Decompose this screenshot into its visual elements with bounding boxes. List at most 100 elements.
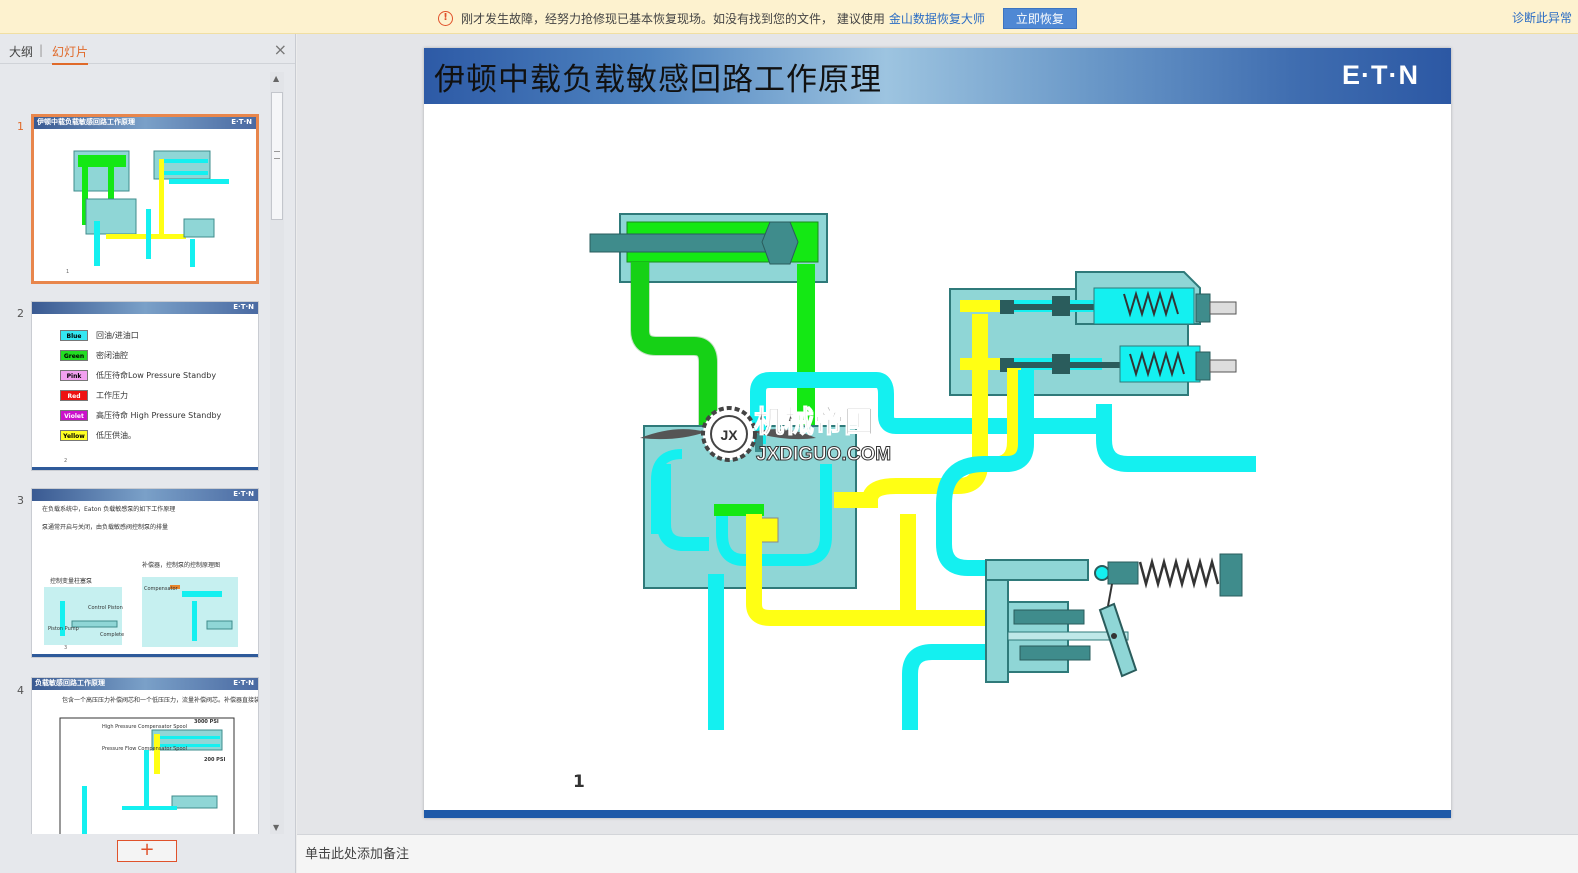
green-line-left bbox=[631, 262, 717, 444]
cylinder-rod bbox=[589, 233, 781, 253]
legend-description: 高压待命 High Pressure Standby bbox=[96, 411, 222, 420]
scrollbar-thumb[interactable] bbox=[271, 92, 283, 220]
thumbnail-header: 伊顿中载负载敏感回路工作原理 E·T·N bbox=[34, 117, 256, 129]
legend-swatch: Red bbox=[60, 390, 88, 401]
thumbnail-text: 3000 PSI bbox=[194, 719, 219, 725]
recover-now-button[interactable]: 立即恢复 bbox=[1002, 8, 1077, 29]
notes-pane[interactable]: 单击此处添加备注 bbox=[297, 834, 1578, 873]
pane-tabs: 大纲 | 幻灯片 × bbox=[0, 34, 295, 65]
scroll-up-icon[interactable]: ▲ bbox=[273, 74, 280, 83]
diagnose-link[interactable]: 诊断此异常 bbox=[1511, 11, 1572, 25]
legend-description: 低压待命Low Pressure Standby bbox=[96, 371, 217, 380]
thumbnail-text: 泵通常开启与关闭，由负载敏感阀控制泵的排量 bbox=[42, 524, 169, 531]
thumbnail-footer-bar bbox=[32, 467, 258, 470]
thumbnail-text: 包含一个高压压力补偿阀芯和一个低压压力，流量补偿阀芯。补偿器直接装在泵上 bbox=[62, 697, 259, 704]
thumbnail-footer-bar bbox=[32, 654, 258, 657]
notes-placeholder[interactable]: 单击此处添加备注 bbox=[305, 847, 410, 862]
yellow-line-a bbox=[834, 314, 988, 508]
watermark-cn: 机械帝国 bbox=[754, 405, 874, 440]
recovery-tool-link[interactable]: 金山数据恢复大师 bbox=[888, 12, 985, 26]
legend-row-red: Red 工作压力 bbox=[60, 390, 128, 401]
thumbnail-text: Piston Pump bbox=[48, 626, 79, 632]
legend-row-violet: Violet 高压待命 High Pressure Standby bbox=[60, 410, 221, 421]
thumbnail-logo: E·T·N bbox=[231, 118, 252, 126]
high-pressure-spool bbox=[960, 304, 1124, 310]
slide-title[interactable]: 伊顿中载负载敏感回路工作原理 bbox=[434, 62, 882, 98]
bias-spring bbox=[1138, 557, 1220, 589]
legend-swatch: Pink bbox=[60, 370, 88, 381]
thumbnail-text: Control Piston bbox=[88, 605, 123, 611]
tab-outline[interactable]: 大纲 bbox=[9, 45, 34, 59]
thumbnail-list[interactable]: 1 伊顿中载负载敏感回路工作原理 E·T·N bbox=[0, 70, 268, 834]
thumbnail-text: Complete bbox=[100, 632, 125, 638]
thumbnail-diagram bbox=[73, 150, 229, 267]
thumbnail-logo: E·T·N bbox=[233, 679, 254, 687]
close-icon[interactable]: × bbox=[273, 40, 287, 59]
warning-icon: ! bbox=[438, 11, 453, 26]
watermark-en: JXDIGUO.COM bbox=[756, 444, 891, 465]
thumbnail-number: 2 bbox=[17, 307, 24, 320]
tab-separator: | bbox=[39, 43, 44, 57]
scroll-down-icon[interactable]: ▼ bbox=[273, 823, 280, 832]
slide-thumbnail-2[interactable]: E·T·N Blue 回油/进油口 Green 密闭油腔 Pink 低压待命Lo… bbox=[31, 301, 259, 471]
hydraulic-circuit-diagram bbox=[589, 213, 1256, 730]
legend-row-pink: Pink 低压待命Low Pressure Standby bbox=[60, 370, 216, 381]
thumbnail-logo: E·T·N bbox=[233, 303, 254, 311]
slide-thumbnail-1[interactable]: 伊顿中载负载敏感回路工作原理 E·T·N 1 bbox=[31, 114, 259, 284]
thumbnail-header: E·T·N bbox=[32, 489, 258, 501]
thumbnail-diagram bbox=[44, 577, 238, 647]
check-valve-spring bbox=[759, 517, 779, 543]
slide-thumbnail-4[interactable]: 负载敏感回路工作原理 E·T·N 包含一个高压压力补偿阀芯和一个低压压力，流量补… bbox=[31, 677, 259, 834]
control-piston-housing bbox=[985, 559, 1089, 581]
thumbnail-scrollbar[interactable]: ▲ ▼ bbox=[270, 72, 284, 834]
thumbnail-number: 1 bbox=[17, 120, 24, 133]
slide-footer-bar bbox=[424, 810, 1451, 818]
current-slide[interactable]: 伊顿中载负载敏感回路工作原理 E·T·N bbox=[424, 48, 1451, 818]
cylinder-piston bbox=[761, 221, 799, 265]
slide-page-number: 1 bbox=[573, 772, 585, 792]
thumbnail-diagram bbox=[59, 717, 235, 834]
grip-icon bbox=[274, 151, 280, 159]
recovery-notification-bar: ! 刚才发生故障，经努力抢修现已基本恢复现场。如没有找到您的文件， 建议使用 金… bbox=[0, 0, 1578, 34]
legend-row-yellow: Yellow 低压供油。 bbox=[60, 430, 136, 441]
thumbnail-title: 伊顿中载负载敏感回路工作原理 bbox=[37, 118, 135, 126]
legend-description: 低压供油。 bbox=[96, 431, 136, 440]
spring-lower bbox=[1129, 350, 1185, 378]
thumbnail-page-number: 1 bbox=[66, 269, 70, 275]
spring-upper bbox=[1123, 290, 1179, 318]
slide-thumbnail-3[interactable]: E·T·N 在负载系统中，Eaton 负载敏感泵的如下工作原理 泵通常开启与关闭… bbox=[31, 488, 259, 658]
legend-description: 工作压力 bbox=[96, 391, 128, 400]
cyan-supply-line bbox=[750, 372, 1104, 444]
legend-swatch: Yellow bbox=[60, 430, 88, 441]
thumbnail-text: 补偿器，控制泵的控制原理图 bbox=[142, 562, 221, 569]
thumbnail-header: E·T·N bbox=[32, 302, 258, 314]
notification-message: ! 刚才发生故障，经努力抢修现已基本恢复现场。如没有找到您的文件， 建议使用 金… bbox=[438, 8, 1077, 29]
add-slide-button[interactable]: + bbox=[117, 840, 177, 862]
thumbnail-text: 控制变量柱塞泵 bbox=[50, 578, 93, 585]
thumbnail-text: High Pressure Compensator Spool bbox=[102, 724, 188, 730]
cyan-return-line bbox=[1096, 404, 1256, 472]
legend-swatch: Violet bbox=[60, 410, 88, 421]
thumbnail-number: 3 bbox=[17, 494, 24, 507]
swashplate bbox=[1098, 602, 1138, 678]
cyan-pump-line bbox=[936, 370, 1044, 576]
eaton-logo: E·T·N bbox=[1342, 60, 1419, 90]
watermark-badge: JX bbox=[720, 427, 738, 443]
legend-swatch: Blue bbox=[60, 330, 88, 341]
thumbnail-logo: E·T·N bbox=[233, 490, 254, 498]
legend-row-blue: Blue 回油/进油口 bbox=[60, 330, 139, 341]
slide-navigation-pane: 大纲 | 幻灯片 × 1 伊顿中载负载敏感回路工作原理 E·T·N bbox=[0, 34, 296, 873]
thumbnail-text: Compensator bbox=[144, 586, 178, 592]
thumbnail-text: 在负载系统中，Eaton 负载敏感泵的如下工作原理 bbox=[42, 506, 176, 513]
legend-description: 回油/进油口 bbox=[96, 331, 139, 340]
thumbnail-title: 负载敏感回路工作原理 bbox=[35, 679, 105, 687]
thumbnail-page-number: 3 bbox=[64, 645, 68, 651]
slide-header-banner: 伊顿中载负载敏感回路工作原理 E·T·N bbox=[424, 48, 1451, 104]
thumbnail-header: 负载敏感回路工作原理 E·T·N bbox=[32, 678, 258, 690]
legend-swatch: Green bbox=[60, 350, 88, 361]
thumbnail-text: 200 PSI bbox=[204, 757, 226, 763]
thumbnail-page-number: 2 bbox=[64, 458, 68, 464]
thumbnail-number: 4 bbox=[17, 684, 24, 697]
flow-compensator-spool bbox=[960, 362, 1124, 368]
tab-slides[interactable]: 幻灯片 bbox=[52, 43, 89, 65]
